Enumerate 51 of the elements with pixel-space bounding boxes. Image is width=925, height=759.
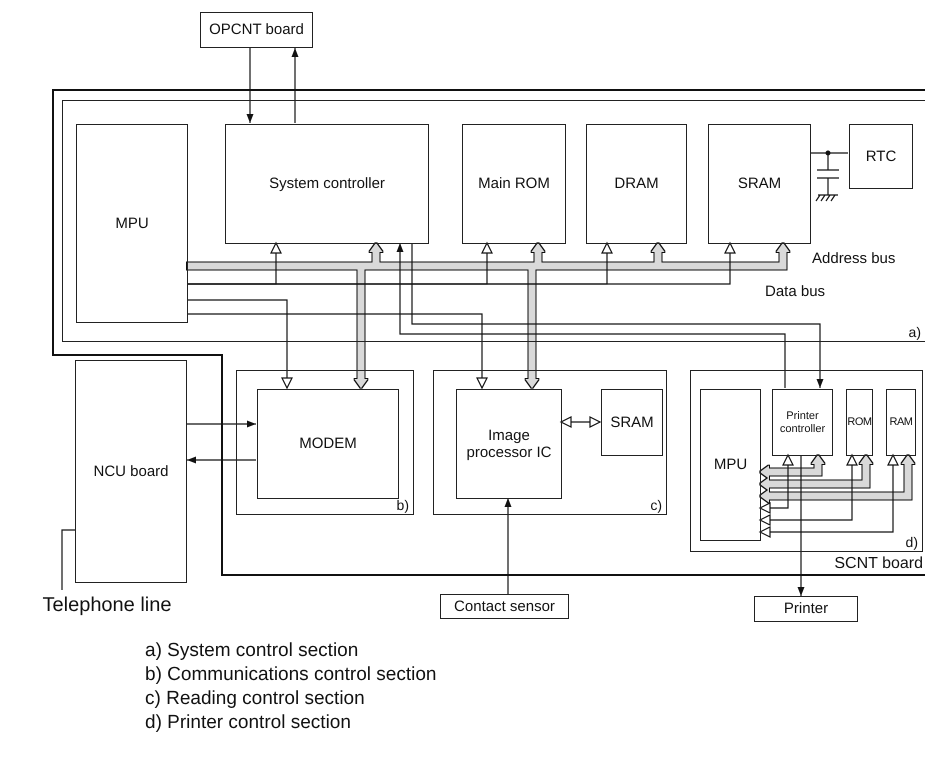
bus-arrow [760,455,914,502]
device-box: Printer [754,596,858,622]
bus-arrow [760,455,872,490]
arrow [560,416,601,428]
chip-box: System controller [225,124,429,244]
chip-box: RTC [849,124,913,189]
line-label: Telephone line [22,590,192,620]
arrow [187,420,256,428]
legend-text: a) System control section [145,640,358,662]
arrow [187,242,736,285]
chip-box: SRAM [601,389,663,456]
arrow [798,455,804,596]
legend-text: d) Printer control section [145,712,351,734]
section-frame [62,100,925,342]
board-box: OPCNT board [200,12,313,48]
legend-text: c) Reading control section [145,688,365,710]
chip-box: MPU [76,124,188,323]
bus-label: Data bus [765,283,826,300]
board-label: SCNT board [834,554,923,573]
arrow [187,313,488,389]
chip-box: SRAM [708,124,811,244]
arrow [187,456,256,464]
device-box: Contact sensor [440,594,569,619]
chip-box: MODEM [257,389,399,499]
arrow [759,454,858,526]
arrow [759,454,794,514]
section-tag: a) [908,324,921,340]
bus-arrow [760,455,824,478]
section-frame [690,370,923,552]
arrow [246,48,254,123]
chip-box: Printer controller [772,389,833,456]
leader-line [61,529,75,590]
arrow [187,299,293,389]
section-tag: b) [396,496,409,513]
chip-box: MPU [700,389,761,541]
section-frame [433,370,667,515]
section-tag: c) [650,496,662,513]
connection-line [810,152,848,154]
chip-box: Image processor IC [456,389,562,499]
section-frame [236,370,414,515]
section-tag: d) [906,534,918,550]
legend-text: b) Communications control section [145,664,436,686]
arrow [504,498,512,594]
board-outline [52,89,925,576]
chip-box: Main ROM [462,124,566,244]
chip-box: ROM [846,389,873,456]
arrow [759,454,899,538]
arrow [292,48,298,123]
chip-box: DRAM [586,124,687,244]
bus-label: Address bus [812,250,896,267]
chip-box: RAM [886,389,916,456]
